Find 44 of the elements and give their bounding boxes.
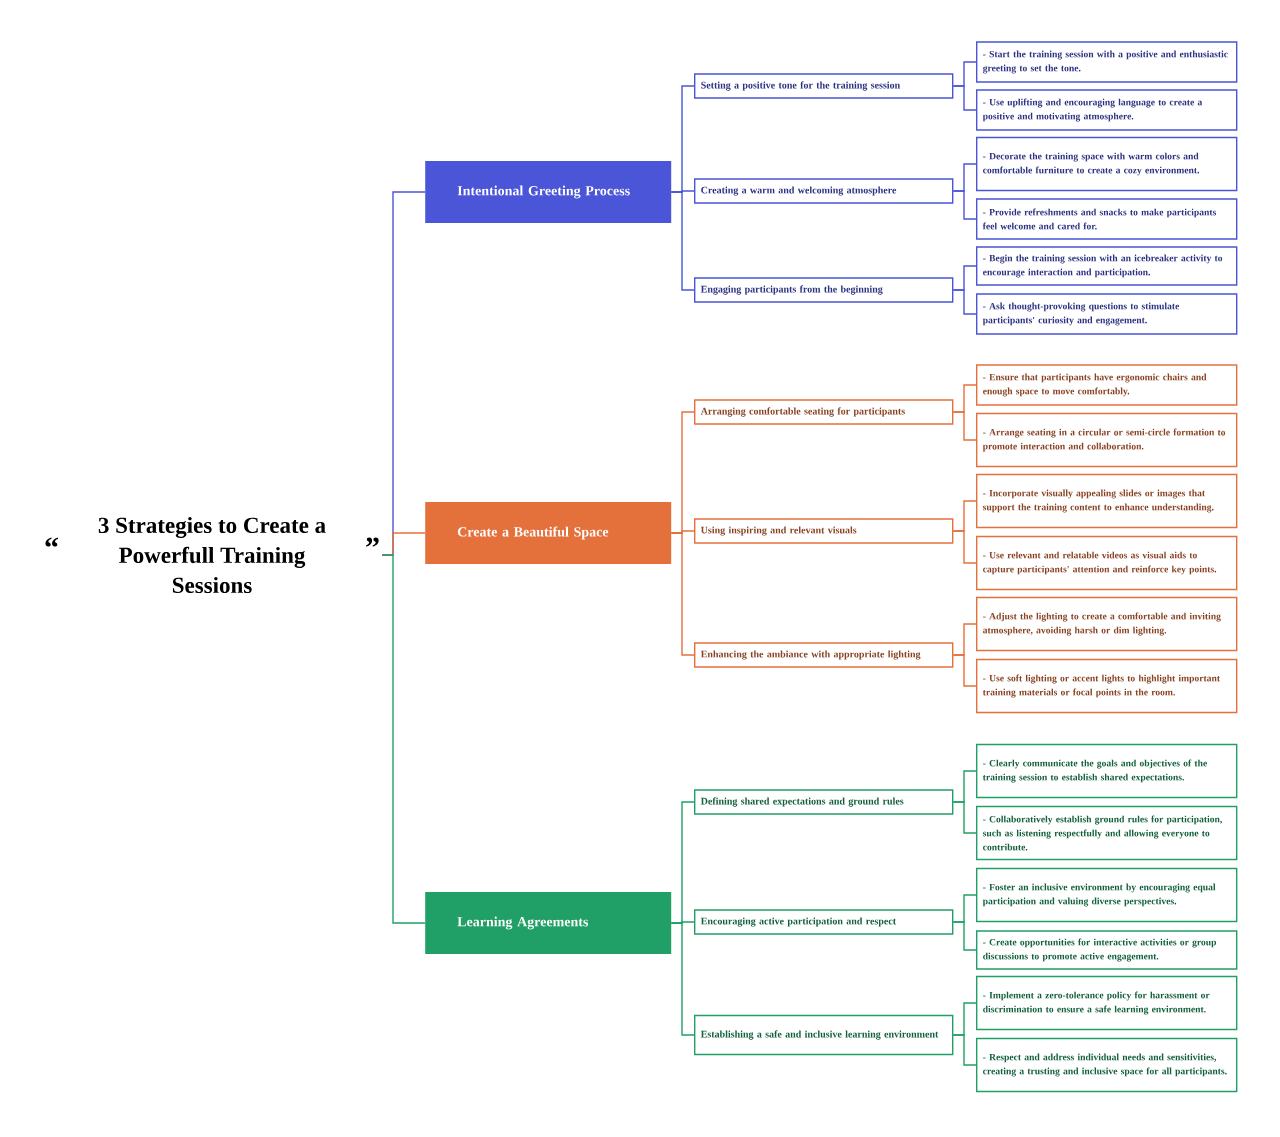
connector-line: [952, 801, 977, 834]
detail-box: - Use relevant and relatable videos as visual aids to capture participants' attention and reinforce key points.: [976, 535, 1238, 591]
detail-box: - Provide refreshments and snacks to make participants feel welcome and cared for.: [976, 198, 1238, 240]
topic-box: Arranging comfortable seating for participants: [694, 399, 954, 425]
connector-line: [670, 922, 695, 1036]
detail-box: - Implement a zero-tolerance policy for harassment or discrimination to ensure a safe learning environment.: [976, 975, 1238, 1031]
branch-box: Intentional Greeting Process: [425, 161, 672, 223]
topic-box: Engaging participants from the beginning: [694, 277, 954, 303]
title-text: “ 3 Strategies to Create a Powerfull Training Sessions ”: [45, 516, 379, 594]
detail-box: - Create opportunities for interactive activities or group discussions to promote active engagement.: [976, 930, 1238, 970]
connector-line: [952, 1034, 977, 1066]
connector-line: [952, 411, 977, 441]
detail-box: - Foster an inclusive environment by encouraging equal participation and valuing diverse perspectives.: [976, 867, 1238, 923]
topic-box: Establishing a safe and inclusive learning environment: [694, 1014, 954, 1056]
detail-box: - Start the training session with a positive and enthusiastic greeting to set the tone.: [976, 41, 1238, 83]
topic-box: Defining shared expectations and ground rules: [694, 789, 954, 815]
topic-box: Encouraging active participation and respect: [694, 909, 954, 935]
connector-line: [670, 532, 695, 656]
detail-box: - Collaboratively establish ground rules for participation, such as listening respectfully and allowing everyone to contribute.: [976, 805, 1238, 861]
detail-box: - Adjust the lighting to create a comfortable and inviting atmosphere, avoiding harsh or dim lighting.: [976, 596, 1238, 652]
topic-box: Using inspiring and relevant visuals: [694, 518, 954, 544]
connector-line: [952, 654, 977, 687]
detail-box: - Use uplifting and encouraging language to create a positive and motivating atmosphere.: [976, 89, 1238, 131]
connector-line: [952, 85, 977, 111]
topic-box: Setting a positive tone for the training session: [694, 73, 954, 99]
connector-line: [952, 190, 977, 220]
connector-line: [952, 289, 977, 315]
detail-box: - Ask thought-provoking questions to stimulate participants' curiosity and engagement.: [976, 293, 1238, 335]
connector-line: [952, 921, 977, 951]
detail-box: - Incorporate visually appealing slides or images that support the training content to enhance understanding.: [976, 473, 1238, 529]
detail-box: - Use soft lighting or accent lights to highlight important training materials or focal points in the room.: [976, 658, 1238, 714]
detail-box: - Ensure that participants have ergonomic chairs and enough space to move comfortably.: [976, 364, 1238, 406]
detail-box: - Arrange seating in a circular or semi-circle formation to promote interaction and collaboration.: [976, 412, 1238, 468]
connector-line: [670, 191, 695, 291]
detail-box: - Begin the training session with an icebreaker activity to encourage interaction and participation.: [976, 246, 1238, 286]
detail-box: - Clearly communicate the goals and objectives of the training session to establish shared expectations.: [976, 743, 1238, 799]
detail-box: - Respect and address individual needs and sensitivities, creating a trusting and inclusive space for all participants.: [976, 1037, 1238, 1093]
connector-line: [381, 554, 426, 924]
topic-box: Creating a warm and welcoming atmosphere: [694, 178, 954, 204]
connector-line: [952, 530, 977, 564]
branch-box: Learning Agreements: [425, 892, 672, 954]
branch-box: Create a Beautiful Space: [425, 502, 672, 564]
topic-box: Enhancing the ambiance with appropriate lighting: [694, 642, 954, 668]
detail-box: - Decorate the training space with warm colors and comfortable furniture to create a cozy environment.: [976, 136, 1238, 192]
